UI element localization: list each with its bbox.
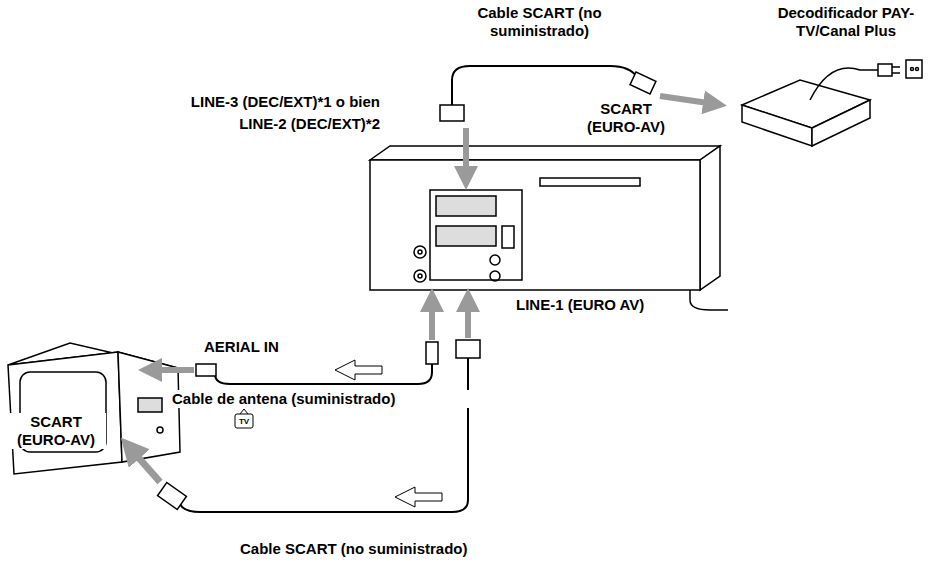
cable-label: Cable de antena (suministrado)	[170, 390, 484, 408]
port-label: LINE-1 (EURO AV)	[516, 296, 696, 314]
vcr	[370, 146, 728, 310]
tv-symbol-antenna	[240, 409, 248, 414]
port-label: SCART (EURO-AV)	[6, 413, 106, 449]
tv-symbol	[235, 414, 253, 428]
port-label: LINE-3 (DEC/EXT)*1 o bien	[140, 93, 380, 111]
port-label: SCART (EURO-AV)	[578, 100, 674, 136]
tv-set	[8, 343, 180, 474]
cable-label: Cable SCART (no suministrado)	[460, 4, 619, 40]
decoder	[742, 60, 922, 146]
port-label: LINE-2 (DEC/EXT)*2	[140, 115, 380, 133]
cable-label: Cable SCART (no suministrado)	[240, 540, 550, 558]
scart-cable-top	[440, 66, 715, 178]
tv-symbol-text: TV	[236, 418, 252, 426]
port-label: AERIAL IN	[202, 338, 306, 356]
device-label: Decodificador PAY-TV/Canal Plus	[766, 4, 926, 40]
aerial-cable	[150, 300, 438, 384]
